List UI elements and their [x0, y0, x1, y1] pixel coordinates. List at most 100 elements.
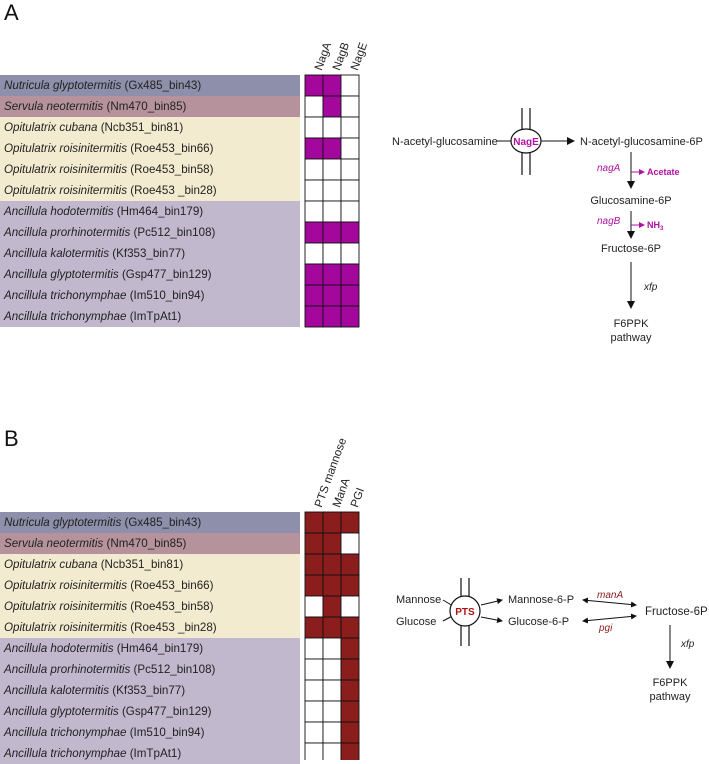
taxon-strain: (Gsp477_bin129) [121, 268, 212, 281]
substrate-glucose: Glucose [396, 616, 436, 628]
byproduct-nh3: NH3 [647, 220, 664, 232]
taxon-row: Opitulatrix roisinitermitis (Roe453_bin6… [0, 138, 300, 159]
taxon-strain: (ImTpAt1) [129, 310, 182, 323]
taxon-name: Ancillula kalotermitis [4, 684, 110, 697]
taxon-row: Ancillula kalotermitis (Kf353_bin77) [0, 680, 300, 701]
taxon-strain: (Kf353_bin77) [112, 684, 186, 697]
byproduct-acetate: Acetate [647, 167, 680, 177]
taxon-strain: (Im510_bin94) [129, 726, 205, 739]
presence-cell-filled [340, 742, 360, 760]
product-glucose6p: Glucose-6-P [508, 616, 569, 628]
taxon-row: Nutricula glyptotermitis (Gx485_bin43) [0, 512, 300, 533]
panel-letter-a: A [4, 0, 19, 25]
taxon-name: Ancillula trichonymphae [4, 310, 127, 323]
taxon-strain: (Roe453_bin58) [130, 163, 214, 176]
taxon-name: Opitulatrix roisinitermitis [4, 184, 128, 197]
taxon-name: Ancillula trichonymphae [4, 289, 127, 302]
taxon-row: Opitulatrix roisinitermitis (Roe453_bin5… [0, 159, 300, 180]
taxon-name: Opitulatrix cubana [4, 558, 98, 571]
taxon-row: Opitulatrix roisinitermitis (Roe453 _bin… [0, 180, 300, 201]
taxon-row: Opitulatrix roisinitermitis (Roe453_bin5… [0, 596, 300, 617]
pathway-a: N-acetyl-glucosamine NagE N-acetyl-gluco… [392, 108, 703, 344]
taxon-row: Ancillula trichonymphae (Im510_bin94) [0, 285, 300, 306]
taxon-name: Ancillula glyptotermitis [4, 268, 119, 281]
taxon-name: Servula neotermitis [4, 100, 104, 113]
end-pathway-a: pathway [611, 332, 652, 344]
taxon-strain: (Roe453_bin58) [130, 600, 214, 613]
taxon-row: Ancillula trichonymphae (Im510_bin94) [0, 722, 300, 743]
metabolite-fructose6p: Fructose-6P [601, 243, 661, 255]
taxon-row: Ancillula glyptotermitis (Gsp477_bin129) [0, 264, 300, 285]
taxon-row: Ancillula kalotermitis (Kf353_bin77) [0, 243, 300, 264]
taxon-name: Ancillula glyptotermitis [4, 705, 119, 718]
taxon-strain: (Kf353_bin77) [112, 247, 186, 260]
taxon-row: Ancillula trichonymphae (ImTpAt1) [0, 743, 300, 764]
taxon-name: Opitulatrix roisinitermitis [4, 600, 128, 613]
taxon-row: Servula neotermitis (Nm470_bin85) [0, 533, 300, 554]
taxon-row: Opitulatrix roisinitermitis (Roe453 _bin… [0, 617, 300, 638]
taxon-name: Nutricula glyptotermitis [4, 516, 122, 529]
taxon-name: Opitulatrix cubana [4, 121, 98, 134]
taxon-row: Ancillula glyptotermitis (Gsp477_bin129) [0, 701, 300, 722]
taxon-row: Opitulatrix roisinitermitis (Roe453_bin6… [0, 575, 300, 596]
transporter-pts [449, 595, 481, 627]
end-f6ppk-a: F6PPK [614, 318, 650, 330]
enzyme-naga: nagA [597, 163, 621, 174]
substrate-nag: N-acetyl-glucosamine [392, 136, 498, 148]
taxon-strain: (Hm464_bin179) [116, 642, 204, 655]
taxon-strain: (Roe453 _bin28) [130, 184, 217, 197]
taxon-name: Opitulatrix roisinitermitis [4, 142, 128, 155]
end-f6ppk-b: F6PPK [653, 677, 689, 689]
taxon-row: Opitulatrix cubana (Ncb351_bin81) [0, 117, 300, 138]
taxon-row: Ancillula prorhinotermitis (Pc512_bin108… [0, 222, 300, 243]
enzyme-pgi: pgi [598, 623, 613, 634]
taxon-name: Opitulatrix roisinitermitis [4, 579, 128, 592]
substrate-mannose: Mannose [396, 594, 441, 606]
taxon-strain: (Nm470_bin85) [106, 537, 187, 550]
taxon-row: Ancillula hodotermitis (Hm464_bin179) [0, 201, 300, 222]
panel-letter-b: B [4, 426, 19, 451]
enzyme-xfp-a: xfp [643, 282, 658, 293]
taxon-strain: (Pc512_bin108) [133, 226, 216, 239]
product-mannose6p: Mannose-6-P [508, 594, 574, 606]
taxon-strain: (Hm464_bin179) [116, 205, 204, 218]
metabolite-glucosamine6p: Glucosamine-6P [590, 195, 671, 207]
taxon-strain: (Ncb351_bin81) [100, 558, 184, 571]
taxon-strain: (Gx485_bin43) [124, 516, 202, 529]
enzyme-xfp-b: xfp [680, 639, 695, 650]
transporter-label-nage: NagE [513, 137, 539, 148]
taxon-name: Ancillula trichonymphae [4, 747, 127, 760]
taxon-strain: (Gsp477_bin129) [121, 705, 212, 718]
taxon-strain: (Roe453_bin66) [130, 142, 214, 155]
taxon-name: Opitulatrix roisinitermitis [4, 163, 128, 176]
taxon-row: Nutricula glyptotermitis (Gx485_bin43) [0, 75, 300, 96]
taxon-row: Ancillula trichonymphae (ImTpAt1) [0, 306, 300, 327]
taxon-name: Ancillula hodotermitis [4, 642, 114, 655]
taxon-strain: (Nm470_bin85) [106, 100, 187, 113]
taxon-strain: (Pc512_bin108) [133, 663, 216, 676]
taxon-strain: (Roe453 _bin28) [130, 621, 217, 634]
taxon-row: Servula neotermitis (Nm470_bin85) [0, 96, 300, 117]
enzyme-nagb: nagB [597, 216, 621, 227]
taxon-strain: (Im510_bin94) [129, 289, 205, 302]
product-nag6p: N-acetyl-glucosamine-6P [580, 136, 703, 148]
pathway-b: Mannose Glucose PTS Mannose-6-P Glucose-… [396, 578, 708, 703]
end-pathway-b: pathway [650, 691, 691, 703]
taxon-name: Nutricula glyptotermitis [4, 79, 122, 92]
taxon-name: Ancillula prorhinotermitis [4, 226, 131, 239]
taxon-strain: (Ncb351_bin81) [100, 121, 184, 134]
enzyme-mana: manA [597, 590, 623, 601]
presence-cell-filled [340, 305, 360, 328]
metabolite-fructose6p-b: Fructose-6P [645, 606, 708, 618]
taxon-row: Ancillula prorhinotermitis (Pc512_bin108… [0, 659, 300, 680]
transporter-label-pts: PTS [455, 607, 475, 618]
taxon-name: Ancillula hodotermitis [4, 205, 114, 218]
taxon-name: Opitulatrix roisinitermitis [4, 621, 128, 634]
taxon-strain: (Gx485_bin43) [124, 79, 202, 92]
taxon-name: Ancillula kalotermitis [4, 247, 110, 260]
taxon-strain: (ImTpAt1) [129, 747, 182, 760]
taxon-name: Ancillula trichonymphae [4, 726, 127, 739]
taxon-row: Opitulatrix cubana (Ncb351_bin81) [0, 554, 300, 575]
